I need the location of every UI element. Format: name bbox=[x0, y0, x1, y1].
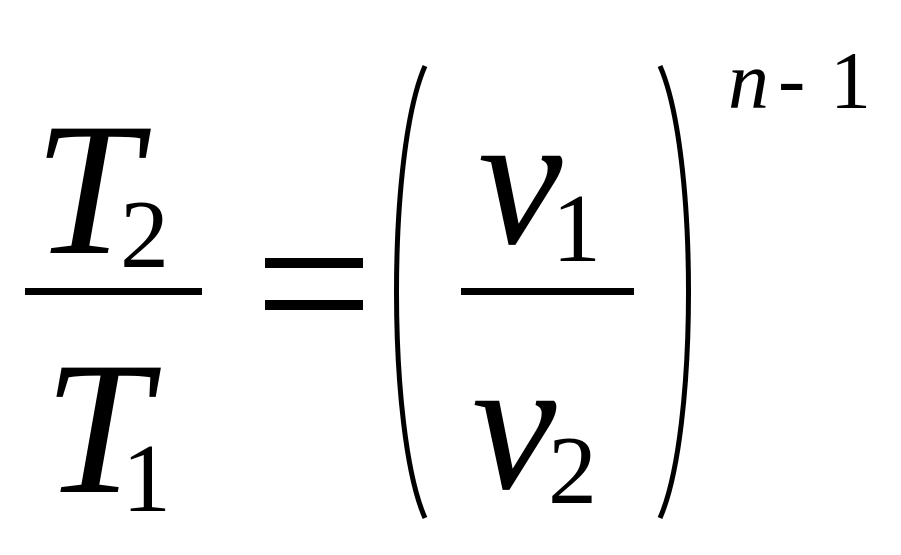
left-denominator-symbol: T bbox=[44, 324, 150, 534]
equals-sign: = bbox=[262, 244, 263, 245]
equals-top-bar bbox=[265, 258, 363, 268]
right-numerator-subscript: 1 bbox=[552, 175, 601, 283]
exponent-constant: 1 bbox=[830, 35, 871, 126]
left-fraction-bar bbox=[25, 288, 202, 295]
right-denominator-symbol: v bbox=[472, 320, 557, 530]
right-denominator-subscript: 2 bbox=[548, 417, 597, 525]
exponent-operator: - bbox=[778, 33, 806, 124]
left-numerator-symbol: T bbox=[34, 85, 140, 295]
exponent-variable: n bbox=[728, 35, 769, 126]
right-fraction-bar bbox=[461, 288, 634, 295]
equals-bottom-bar bbox=[265, 300, 363, 310]
left-denominator-subscript: 1 bbox=[122, 425, 171, 533]
left-parenthesis bbox=[394, 64, 428, 520]
right-parenthesis bbox=[657, 64, 691, 520]
left-numerator-subscript: 2 bbox=[120, 181, 169, 289]
right-numerator-symbol: v bbox=[478, 75, 563, 285]
